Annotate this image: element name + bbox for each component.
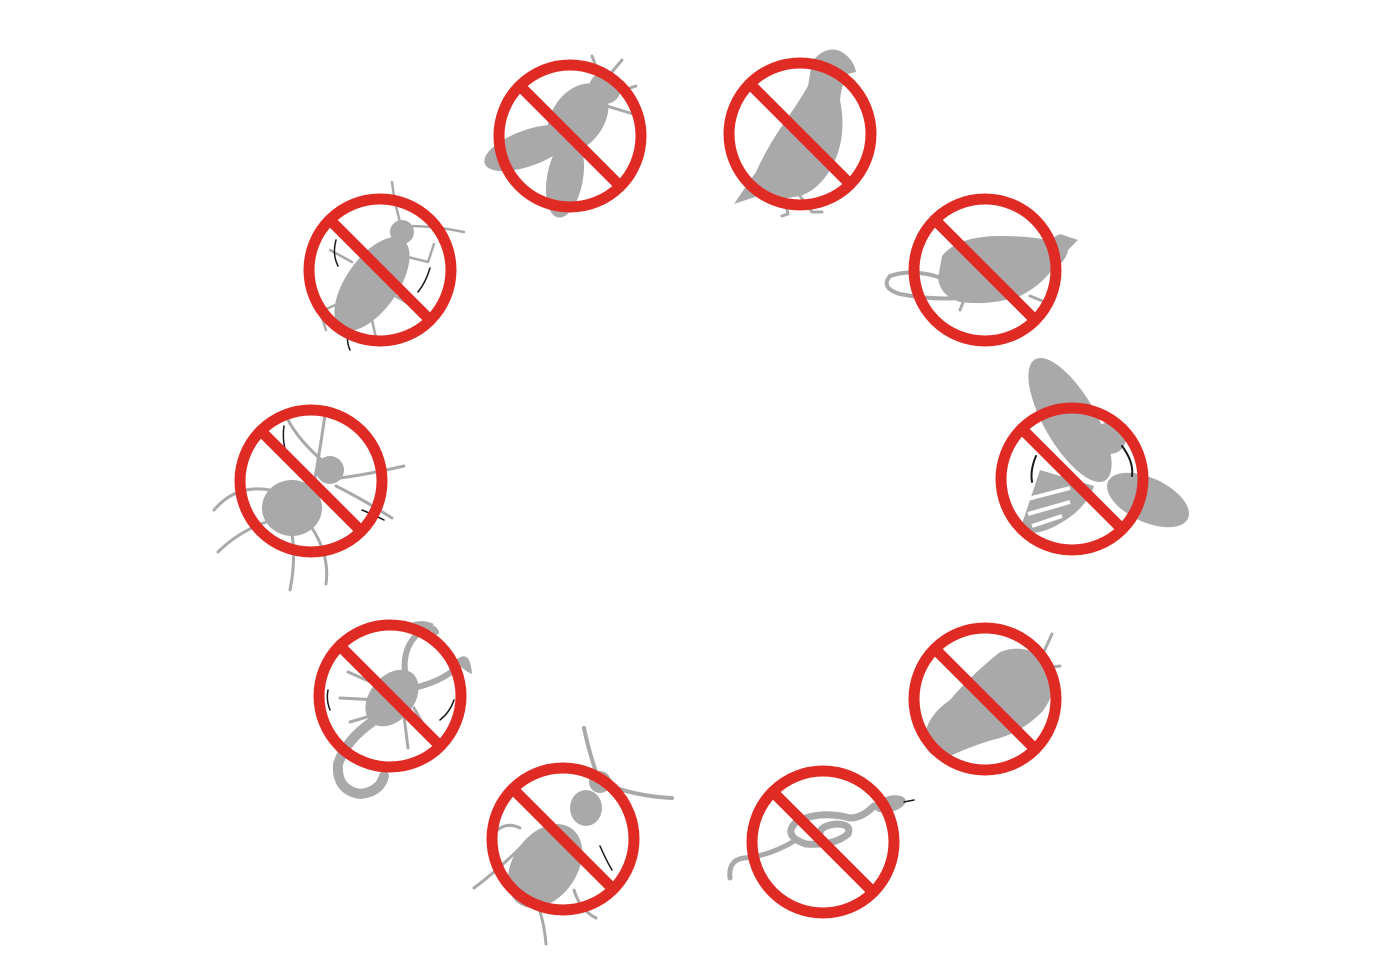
no-tick-sign [212,404,406,592]
no-snake-sign [727,765,915,919]
no-wasp-sign [995,358,1189,556]
no-fly-sign [484,54,647,218]
wasp-icon [1020,358,1189,533]
no-rat-sign [884,193,1078,347]
no-scorpion-sign [313,619,472,799]
no-bedbug-sign [472,726,674,946]
no-pigeon-sign [723,49,877,218]
no-cockroach-sign [303,180,466,351]
no-moth-sign [908,622,1062,776]
